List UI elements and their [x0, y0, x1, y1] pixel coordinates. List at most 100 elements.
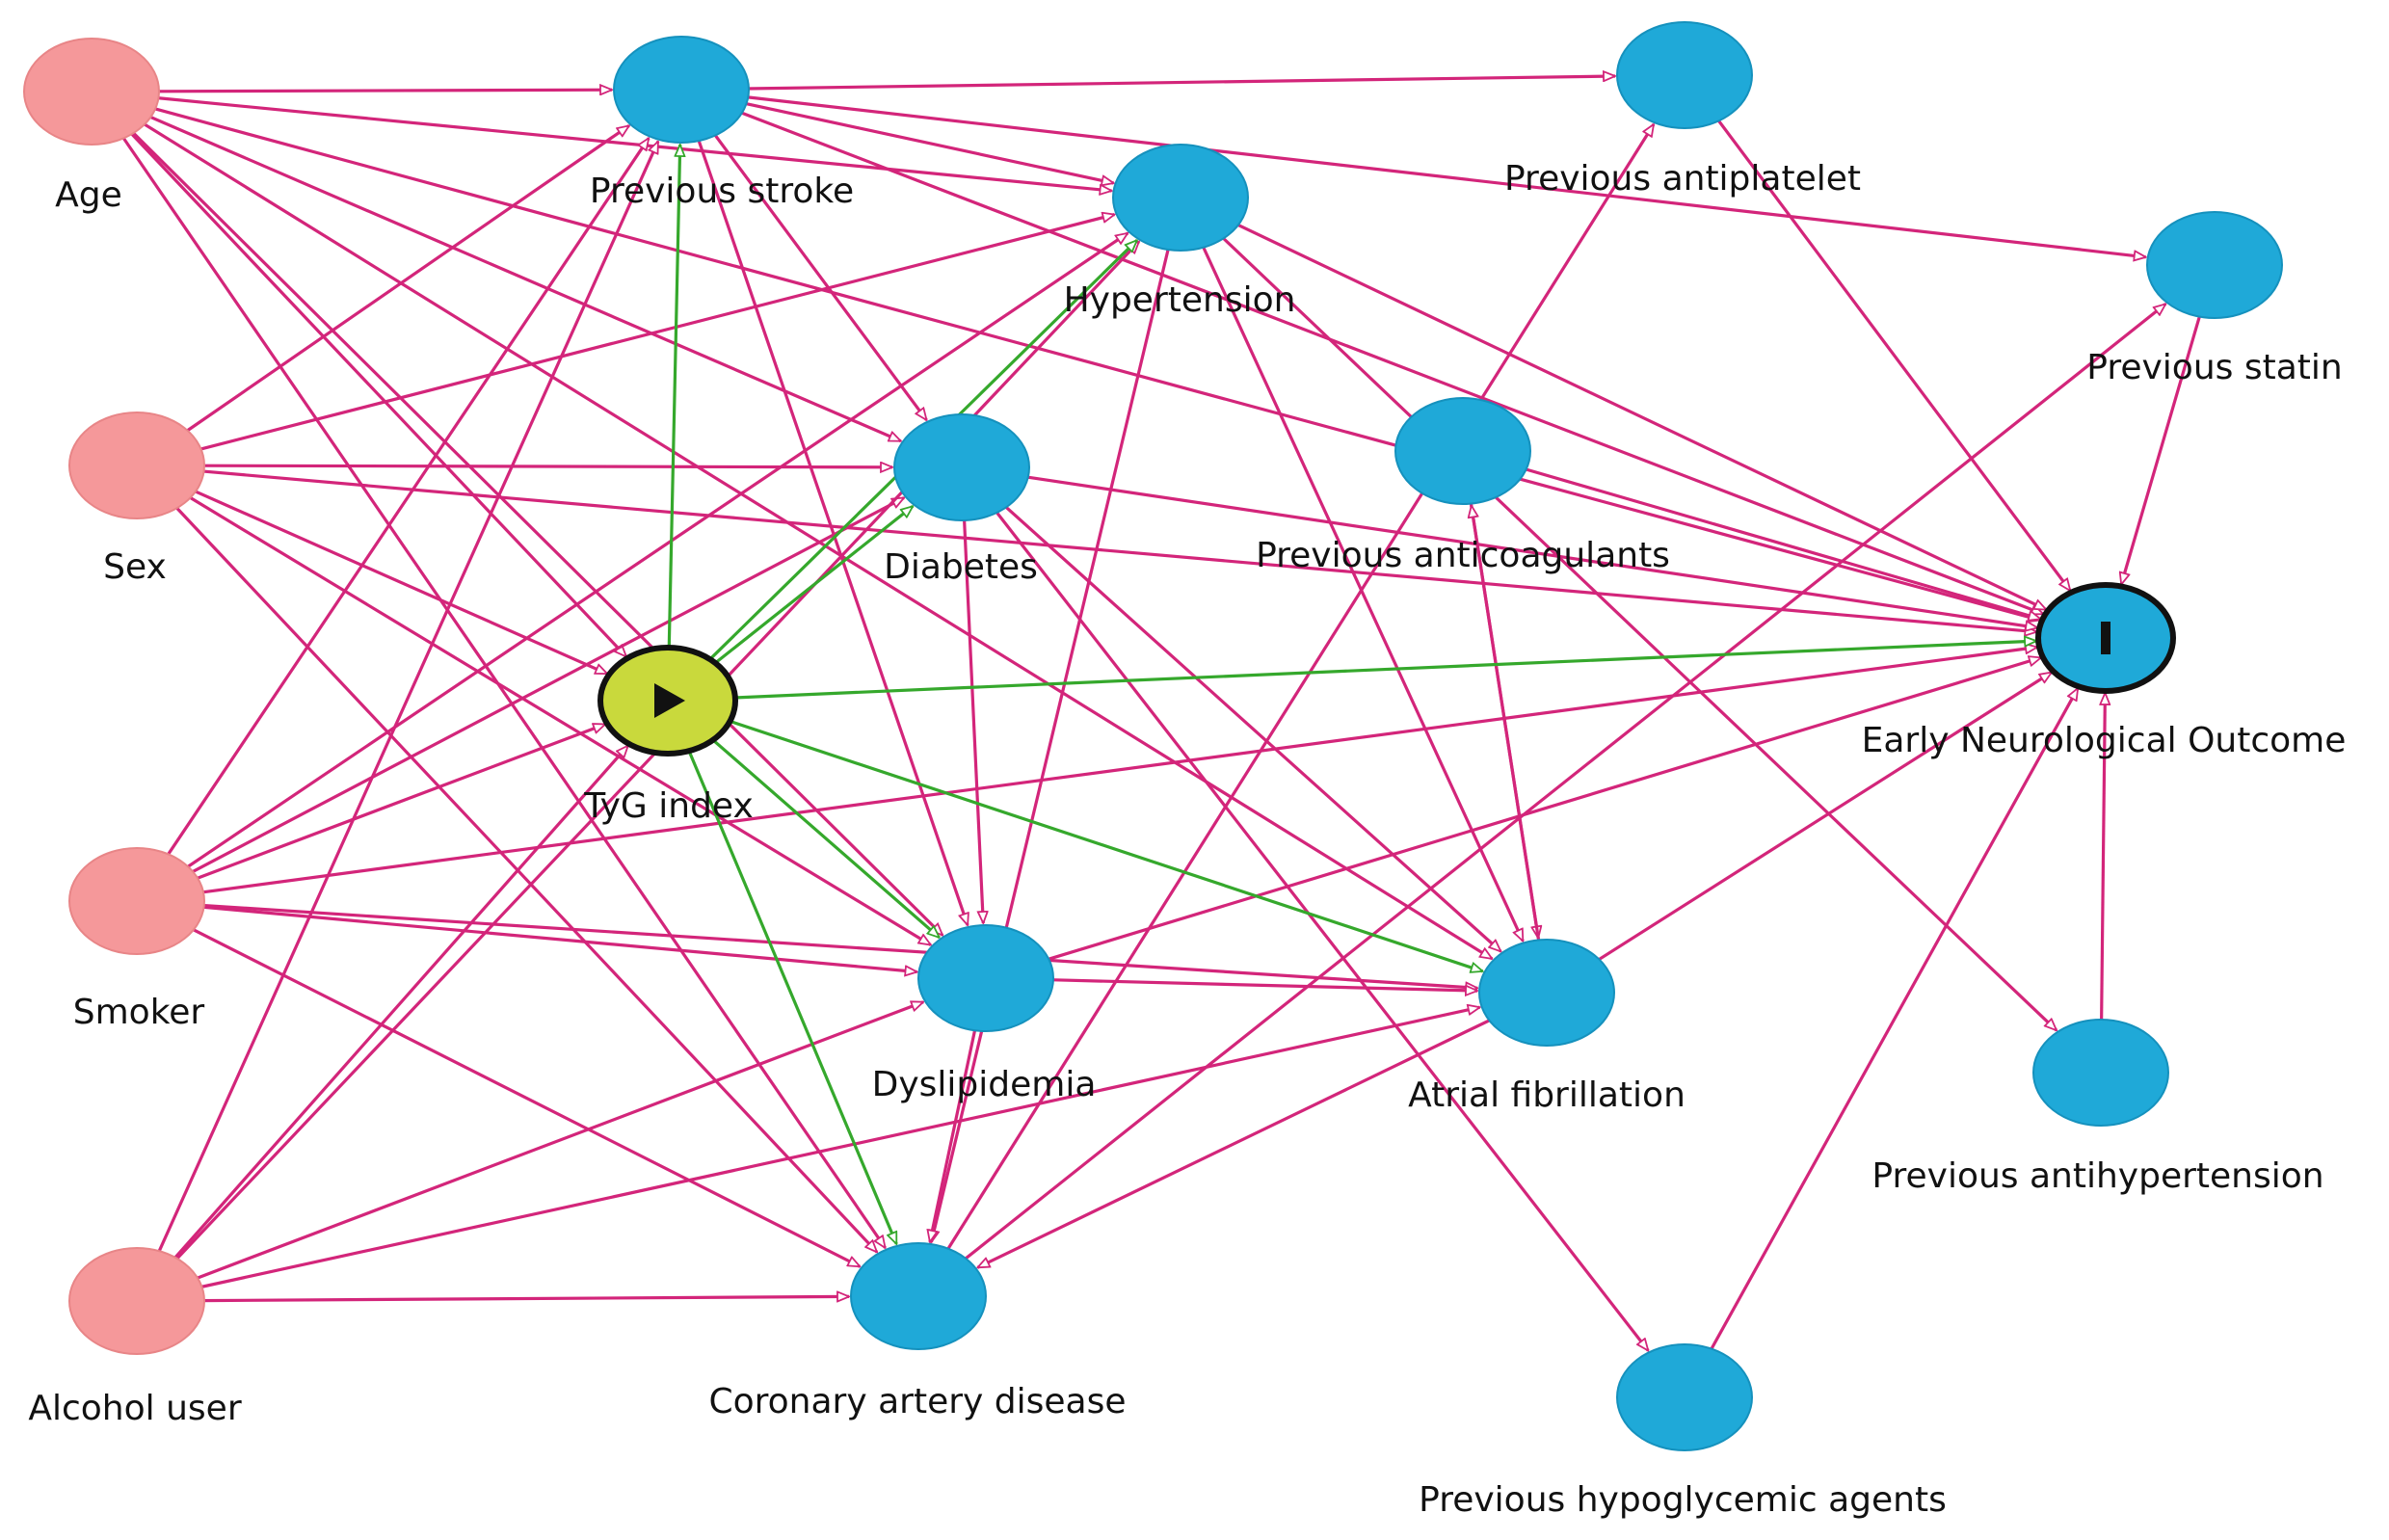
node-stroke[interactable] [613, 36, 750, 144]
node-ellipse-af [1478, 939, 1615, 1047]
edge-stroke-to-statin [744, 94, 2146, 257]
edge-stroke-to-htn [742, 101, 1114, 183]
node-sex[interactable] [68, 412, 205, 519]
edge-age-to-tyg [128, 130, 626, 657]
edge-smoker-to-diabetes [189, 496, 904, 875]
edge-htn-to-eno [1234, 222, 2046, 612]
node-ellipse-hypogly [1616, 1343, 1753, 1451]
edge-sex-to-dyslip [186, 494, 931, 946]
label-tyg: TyG index [583, 786, 754, 826]
edge-age-to-stroke [155, 90, 613, 92]
node-ellipse-sex [68, 412, 205, 519]
node-smoker[interactable] [68, 847, 205, 955]
edge-htn-to-antihtn [1220, 235, 2057, 1030]
edge-sex-to-diabetes [200, 465, 893, 467]
edge-alcohol-to-stroke [156, 142, 660, 1255]
edge-antihtn-to-eno [2102, 693, 2106, 1022]
edge-dyslip-to-af [1049, 978, 1478, 991]
edge-age-to-diabetes [146, 114, 901, 443]
edge-age-to-cad [120, 135, 886, 1248]
label-antihtn: Previous antihypertension [1871, 1156, 2323, 1196]
node-dyslip[interactable] [917, 924, 1054, 1032]
edge-smoker-to-stroke [165, 138, 650, 858]
outcome-bar-icon [2101, 622, 2110, 654]
label-stroke: Previous stroke [590, 172, 854, 211]
node-ellipse-smoker [68, 847, 205, 955]
node-statin[interactable] [2146, 211, 2283, 319]
edge-alcohol-to-af [198, 1007, 1480, 1289]
node-hypogly[interactable] [1616, 1343, 1753, 1451]
edge-stroke-to-antiplatelet [745, 76, 1616, 91]
edge-tyg-to-cad [686, 747, 898, 1244]
node-tyg[interactable] [597, 645, 738, 757]
node-eno[interactable] [2035, 582, 2176, 694]
edge-statin-to-eno [2121, 313, 2202, 585]
edge-age-to-af [141, 120, 1492, 961]
label-eno: Early Neurological Outcome [1862, 721, 2347, 760]
node-ellipse-anticoag [1394, 397, 1531, 505]
edge-tyg-to-eno [731, 641, 2036, 700]
edge-stroke-to-eno [738, 110, 2044, 616]
edge-tyg-to-diabetes [711, 506, 913, 667]
label-age: Age [55, 175, 122, 215]
edge-alcohol-to-dyslip [194, 1000, 923, 1281]
node-anticoag[interactable] [1394, 397, 1531, 505]
edge-smoker-to-af [200, 903, 1477, 988]
label-diabetes: Diabetes [884, 547, 1038, 587]
node-ellipse-alcohol [68, 1247, 205, 1355]
edge-stroke-to-diabetes [712, 132, 927, 420]
edge-diabetes-to-hypogly [994, 509, 1649, 1351]
node-alcohol[interactable] [68, 1247, 205, 1355]
node-af[interactable] [1478, 939, 1615, 1047]
node-ellipse-dyslip [917, 924, 1054, 1032]
node-ellipse-statin [2146, 211, 2283, 319]
edge-smoker-to-htn [184, 231, 1128, 870]
play-icon [654, 683, 685, 718]
node-ellipse-age [23, 38, 160, 146]
edge-antiplatelet-to-eno [1715, 118, 2071, 591]
edge-af-to-anticoag [1472, 506, 1541, 943]
label-statin: Previous statin [2086, 348, 2342, 387]
node-ellipse-diabetes [893, 413, 1030, 521]
label-sex: Sex [103, 547, 167, 587]
edge-diabetes-to-af [1002, 504, 1501, 951]
edge-diabetes-to-eno [1024, 475, 2037, 628]
edge-sex-to-tyg [192, 489, 607, 676]
label-af: Atrial fibrillation [1408, 1075, 1686, 1115]
node-cad[interactable] [850, 1242, 987, 1350]
node-htn[interactable] [1112, 144, 1249, 252]
edge-smoker-to-eno [199, 648, 2037, 894]
label-anticoag: Previous anticoagulants [1256, 536, 1670, 575]
edge-sex-to-cad [173, 504, 878, 1252]
edge-sex-to-htn [197, 215, 1114, 452]
node-ellipse-stroke [613, 36, 750, 144]
edge-age-to-htn [154, 95, 1112, 191]
edge-af-to-eno [1595, 671, 2052, 963]
node-age[interactable] [23, 38, 160, 146]
node-ellipse-antihtn [2032, 1019, 2169, 1127]
edge-age-to-eno [151, 106, 2040, 620]
node-ellipse-cad [850, 1242, 987, 1350]
label-alcohol: Alcohol user [28, 1389, 241, 1428]
node-ellipse-antiplatelet [1616, 21, 1753, 129]
label-cad: Coronary artery disease [708, 1382, 1126, 1421]
edge-htn-to-cad [931, 247, 1171, 1242]
edge-dyslip-to-cad [930, 1027, 977, 1242]
node-ellipse-htn [1112, 144, 1249, 252]
edge-age-to-dyslip [130, 129, 942, 936]
edge-smoker-to-cad [190, 926, 860, 1268]
node-antiplatelet[interactable] [1616, 21, 1753, 129]
edge-smoker-to-tyg [194, 723, 605, 881]
label-smoker: Smoker [73, 993, 205, 1032]
edge-smoker-to-dyslip [199, 905, 916, 972]
edge-anticoag-to-eno [1522, 466, 2040, 619]
node-antihtn[interactable] [2032, 1019, 2169, 1127]
label-htn: Hypertension [1064, 280, 1296, 320]
node-diabetes[interactable] [893, 413, 1030, 521]
edge-alcohol-to-tyg [172, 746, 628, 1261]
nodes-layer [23, 21, 2283, 1451]
edge-alcohol-to-cad [200, 1296, 850, 1300]
edge-af-to-cad [977, 1017, 1494, 1269]
